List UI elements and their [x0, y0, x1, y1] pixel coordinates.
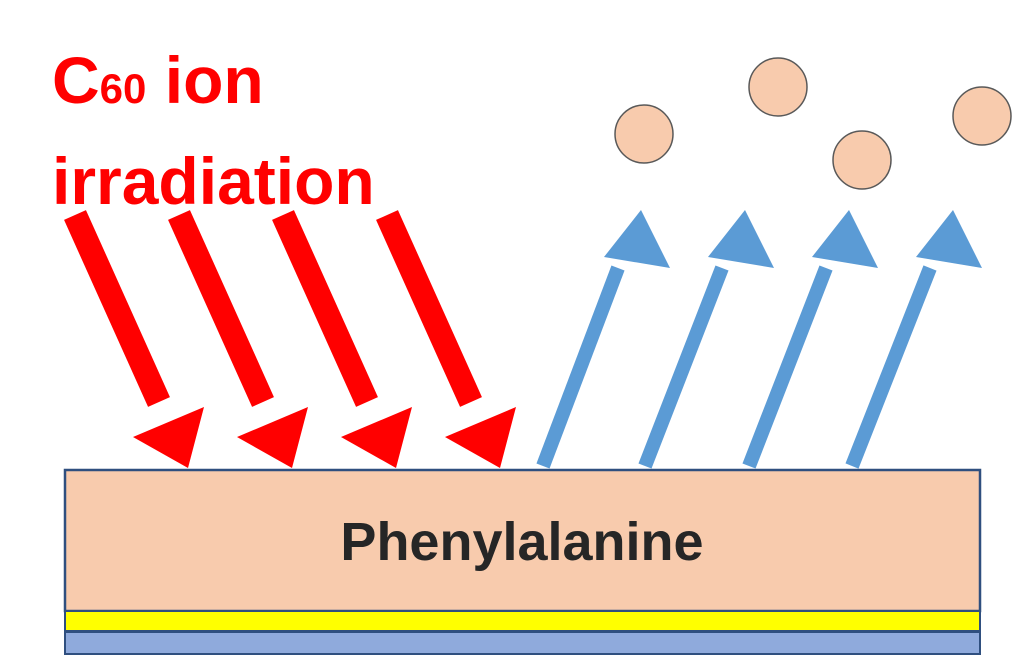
title-line-1: C60 ion: [52, 43, 264, 117]
incident-arrow-icon: [272, 210, 412, 468]
incident-arrow-icon: [168, 210, 308, 468]
incident-arrow-icon: [64, 210, 204, 468]
emitted-arrow-icon: [845, 210, 982, 469]
particle-icon: [614, 104, 674, 164]
title-subscript: 60: [100, 65, 147, 112]
title-line-2: irradiation: [52, 144, 375, 218]
emitted-arrows: [536, 210, 982, 469]
title-prefix: C: [52, 43, 100, 117]
substrate-base-layer: [64, 631, 981, 655]
emitted-arrow-icon: [638, 210, 774, 469]
particle-icon: [832, 130, 892, 190]
particle-icon: [748, 57, 808, 117]
emitted-arrow-icon: [536, 210, 670, 469]
substrate-label: Phenylalanine: [340, 512, 703, 572]
title-suffix: ion: [146, 43, 263, 117]
sputtered-particles: [614, 57, 1012, 190]
incident-arrows: [64, 210, 516, 468]
gold-layer: [64, 610, 981, 632]
incident-arrow-icon: [376, 210, 516, 468]
emitted-arrow-icon: [742, 210, 878, 469]
particle-icon: [952, 86, 1012, 146]
